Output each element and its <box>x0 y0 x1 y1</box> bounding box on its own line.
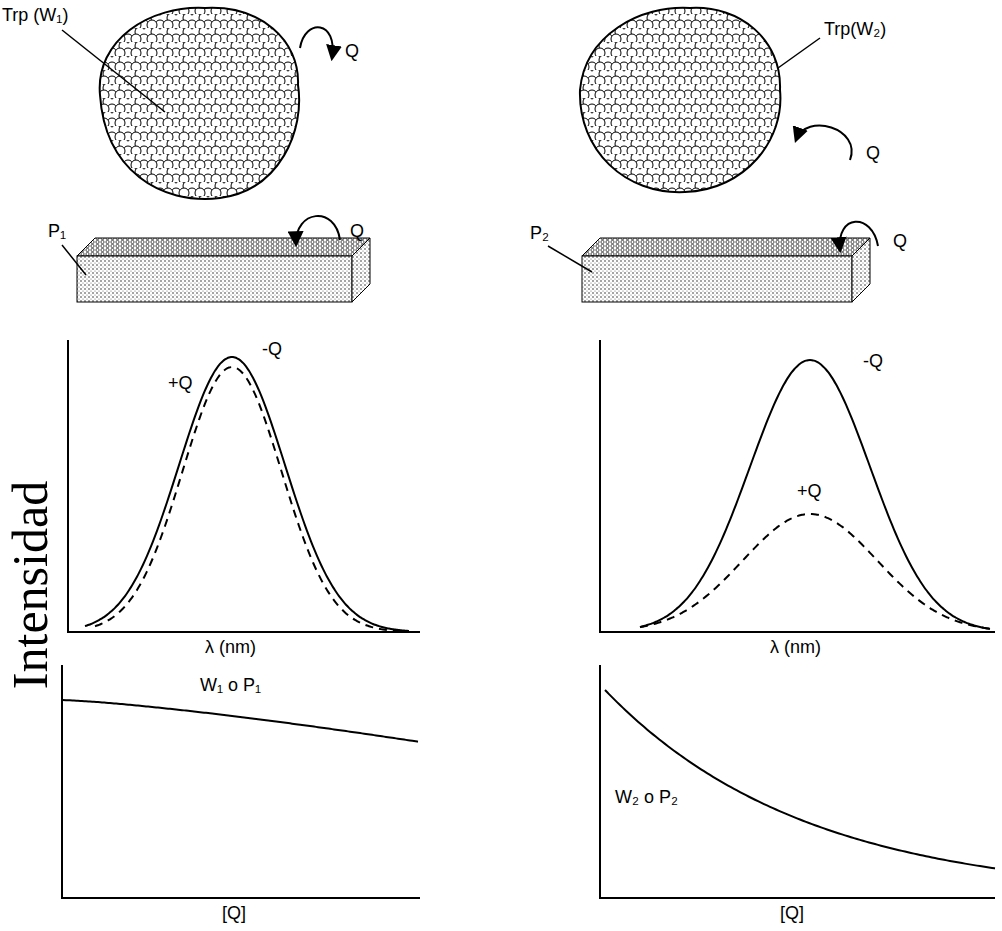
plot-axes <box>600 340 995 632</box>
plot-axes <box>68 340 420 632</box>
curve-label: +Q <box>168 372 193 394</box>
membrane-side <box>852 238 870 302</box>
spectrum-curve <box>85 357 409 631</box>
part-label: Trp(W₂) <box>824 18 886 40</box>
leader-line <box>62 245 86 275</box>
membrane-side <box>352 238 370 302</box>
axis-title: Intensidad <box>2 481 58 689</box>
axis-label: [Q] <box>780 902 804 924</box>
plot-axes <box>62 665 420 898</box>
quencher-label: Q <box>893 230 907 252</box>
leader-line <box>778 38 820 68</box>
quencher-arrow <box>296 216 340 244</box>
protein-blob <box>100 8 299 199</box>
curve-label: -Q <box>863 350 883 372</box>
membrane-front <box>77 256 352 302</box>
protein-blob <box>580 8 780 192</box>
plot-axes <box>600 665 995 898</box>
leader-line <box>548 246 592 272</box>
quench-curve <box>605 690 995 868</box>
part-label: P₁ <box>48 220 66 242</box>
leader-line <box>62 30 165 112</box>
quencher-arrow <box>840 222 878 250</box>
spectrum-curve <box>640 360 990 629</box>
axis-label: [Q] <box>222 902 246 924</box>
spectrum-curve-quenched <box>640 514 990 629</box>
quencher-arrow <box>796 126 852 160</box>
membrane-top <box>77 238 370 256</box>
membrane-front <box>582 256 852 302</box>
part-label: P₂ <box>530 222 549 244</box>
quencher-arrow <box>300 27 333 58</box>
spectrum-curve-quenched <box>95 367 399 631</box>
quencher-label: Q <box>866 142 880 164</box>
quencher-label: Q <box>345 40 359 62</box>
axis-label: λ (nm) <box>205 636 256 658</box>
quench-curve <box>62 700 418 742</box>
axis-label: λ (nm) <box>770 636 821 658</box>
quencher-label: Q <box>350 220 364 242</box>
part-label: Trp (W₁) <box>2 4 68 26</box>
curve-label: +Q <box>797 480 822 502</box>
curve-label: W₂ o P₂ <box>615 786 678 808</box>
membrane-top <box>582 238 870 256</box>
curve-label: -Q <box>262 338 282 360</box>
curve-label: W₁ o P₁ <box>200 674 261 696</box>
